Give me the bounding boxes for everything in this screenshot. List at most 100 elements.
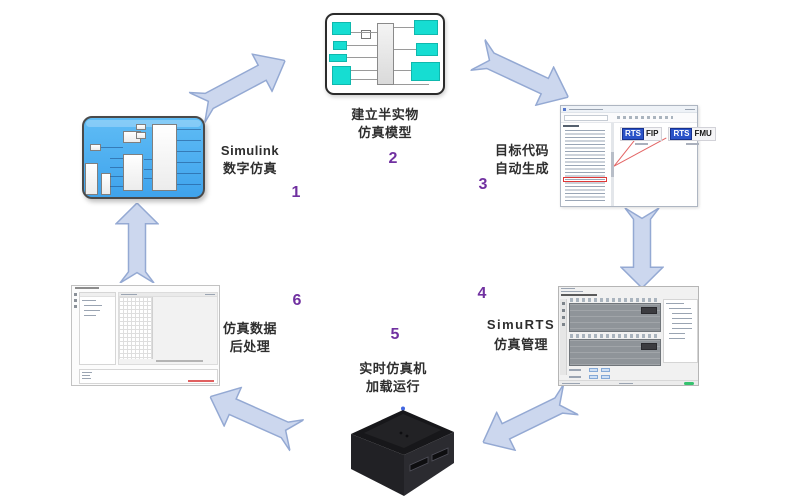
control-button[interactable] [589,368,598,372]
code-generation-window: RTS FIP RTS FMU [560,105,716,207]
log-highlight-text [188,380,214,382]
workspace-header [119,293,217,297]
rts-fip-block[interactable]: RTS FIP [620,127,663,145]
window-title-text [561,288,575,289]
tree-text [672,323,692,324]
control-label [569,369,581,371]
step-4-number: 4 [477,285,487,302]
side-toolbar[interactable] [560,299,567,375]
signal-line [394,83,430,85]
arrow-step2-to-step3-icon [468,35,577,117]
status-text [619,383,633,384]
variable-tree-panel[interactable] [79,292,116,365]
top-button [405,434,409,438]
model-block [136,132,146,139]
tree-text [84,315,96,316]
footer-toolbar-text[interactable] [156,360,204,362]
control-button[interactable] [601,368,610,372]
tool-icon[interactable] [74,293,77,296]
plot-panel-1 [569,303,661,332]
tool-icon[interactable] [74,305,77,308]
step-3-label-line2: 自动生成 [494,161,549,176]
tree-text [672,313,692,314]
plot-legend [641,307,657,314]
step-5-label-line1: 实时仿真机 [359,361,427,376]
signal-line [110,157,124,159]
tool-icon[interactable] [562,309,565,312]
plot1-toolbar[interactable] [570,298,660,302]
tool-icon[interactable] [74,299,77,302]
step-6-label-line1: 仿真数据 [222,321,277,336]
control-button[interactable] [601,375,610,379]
tree-text [669,333,685,334]
model-block [89,144,101,152]
block-caption [634,143,648,145]
step-1-label-line1: Simulink [220,143,280,158]
tool-icon[interactable] [562,316,565,319]
plot2-toolbar[interactable] [570,334,660,338]
tool-icon[interactable] [562,302,565,305]
selected-library-highlight[interactable] [563,177,607,182]
tree-item-lines [565,130,605,202]
tree-scrollbar[interactable] [611,123,614,206]
model-block [136,123,146,130]
signal-line [110,166,124,168]
step-3-label-line1: 目标代码 [494,143,549,158]
signal-line [110,176,124,178]
menu-bar-text[interactable] [561,291,583,292]
step-1-label: Simulink 数字仿真 [198,142,302,178]
control-label [569,376,581,378]
top-button [399,431,403,435]
step-4-label-line1: SimuRTS [486,317,556,332]
log-panel[interactable] [79,369,218,384]
side-icon-strip[interactable] [73,291,78,363]
header-text [121,294,137,295]
step-2-number: 2 [388,150,398,167]
step-2-label-line2: 仿真模型 [357,125,412,140]
window-controls [685,109,695,110]
control-button[interactable] [589,375,598,379]
step-3-number: 3 [478,176,488,193]
arrow-step3-to-step4-icon [620,208,664,288]
step-1-number: 1 [291,184,301,201]
library-canvas: RTS FIP RTS FMU [614,123,716,206]
step-5-label: 实时仿真机 加载运行 [341,360,445,396]
port-cutout [409,456,429,472]
menu-bar-text[interactable] [75,287,99,289]
hil-model-thumbnail [325,13,445,95]
search-input[interactable] [564,115,608,121]
box-top-sheen [364,414,441,448]
log-text [82,378,91,379]
signal-line [346,57,377,59]
io-block [331,22,352,36]
model-block [85,163,99,195]
signal-line [176,129,201,131]
port-cutout [431,447,449,462]
signal-line [394,49,417,51]
power-led [401,406,405,411]
signal-grid-table[interactable] [119,297,153,359]
box-right-face [404,432,454,496]
window-title-text [569,109,603,110]
step-2-label: 建立半实物 仿真模型 [333,106,437,142]
rts-fmu-block[interactable]: RTS FMU [668,127,716,145]
signal-line [176,184,201,186]
toolbar-icons[interactable] [617,116,673,119]
step-4-label: SimuRTS 仿真管理 [469,315,573,355]
simulink-model-thumbnail [82,116,205,199]
step-6-label-line2: 后处理 [229,339,271,354]
library-tree-panel[interactable] [561,123,611,206]
signal-line [143,178,152,180]
window-titlebar [561,106,697,113]
step-2-label-line1: 建立半实物 [351,107,419,122]
scrollbar-thumb[interactable] [611,152,614,177]
model-core-block [376,22,395,86]
signal-line [351,69,377,71]
io-block [329,54,347,62]
tool-icon[interactable] [562,323,565,326]
signal-tree-panel[interactable] [663,299,698,363]
signal-line [394,69,411,71]
step-4-label-line2: 仿真管理 [493,337,548,352]
signal-line [176,173,201,175]
